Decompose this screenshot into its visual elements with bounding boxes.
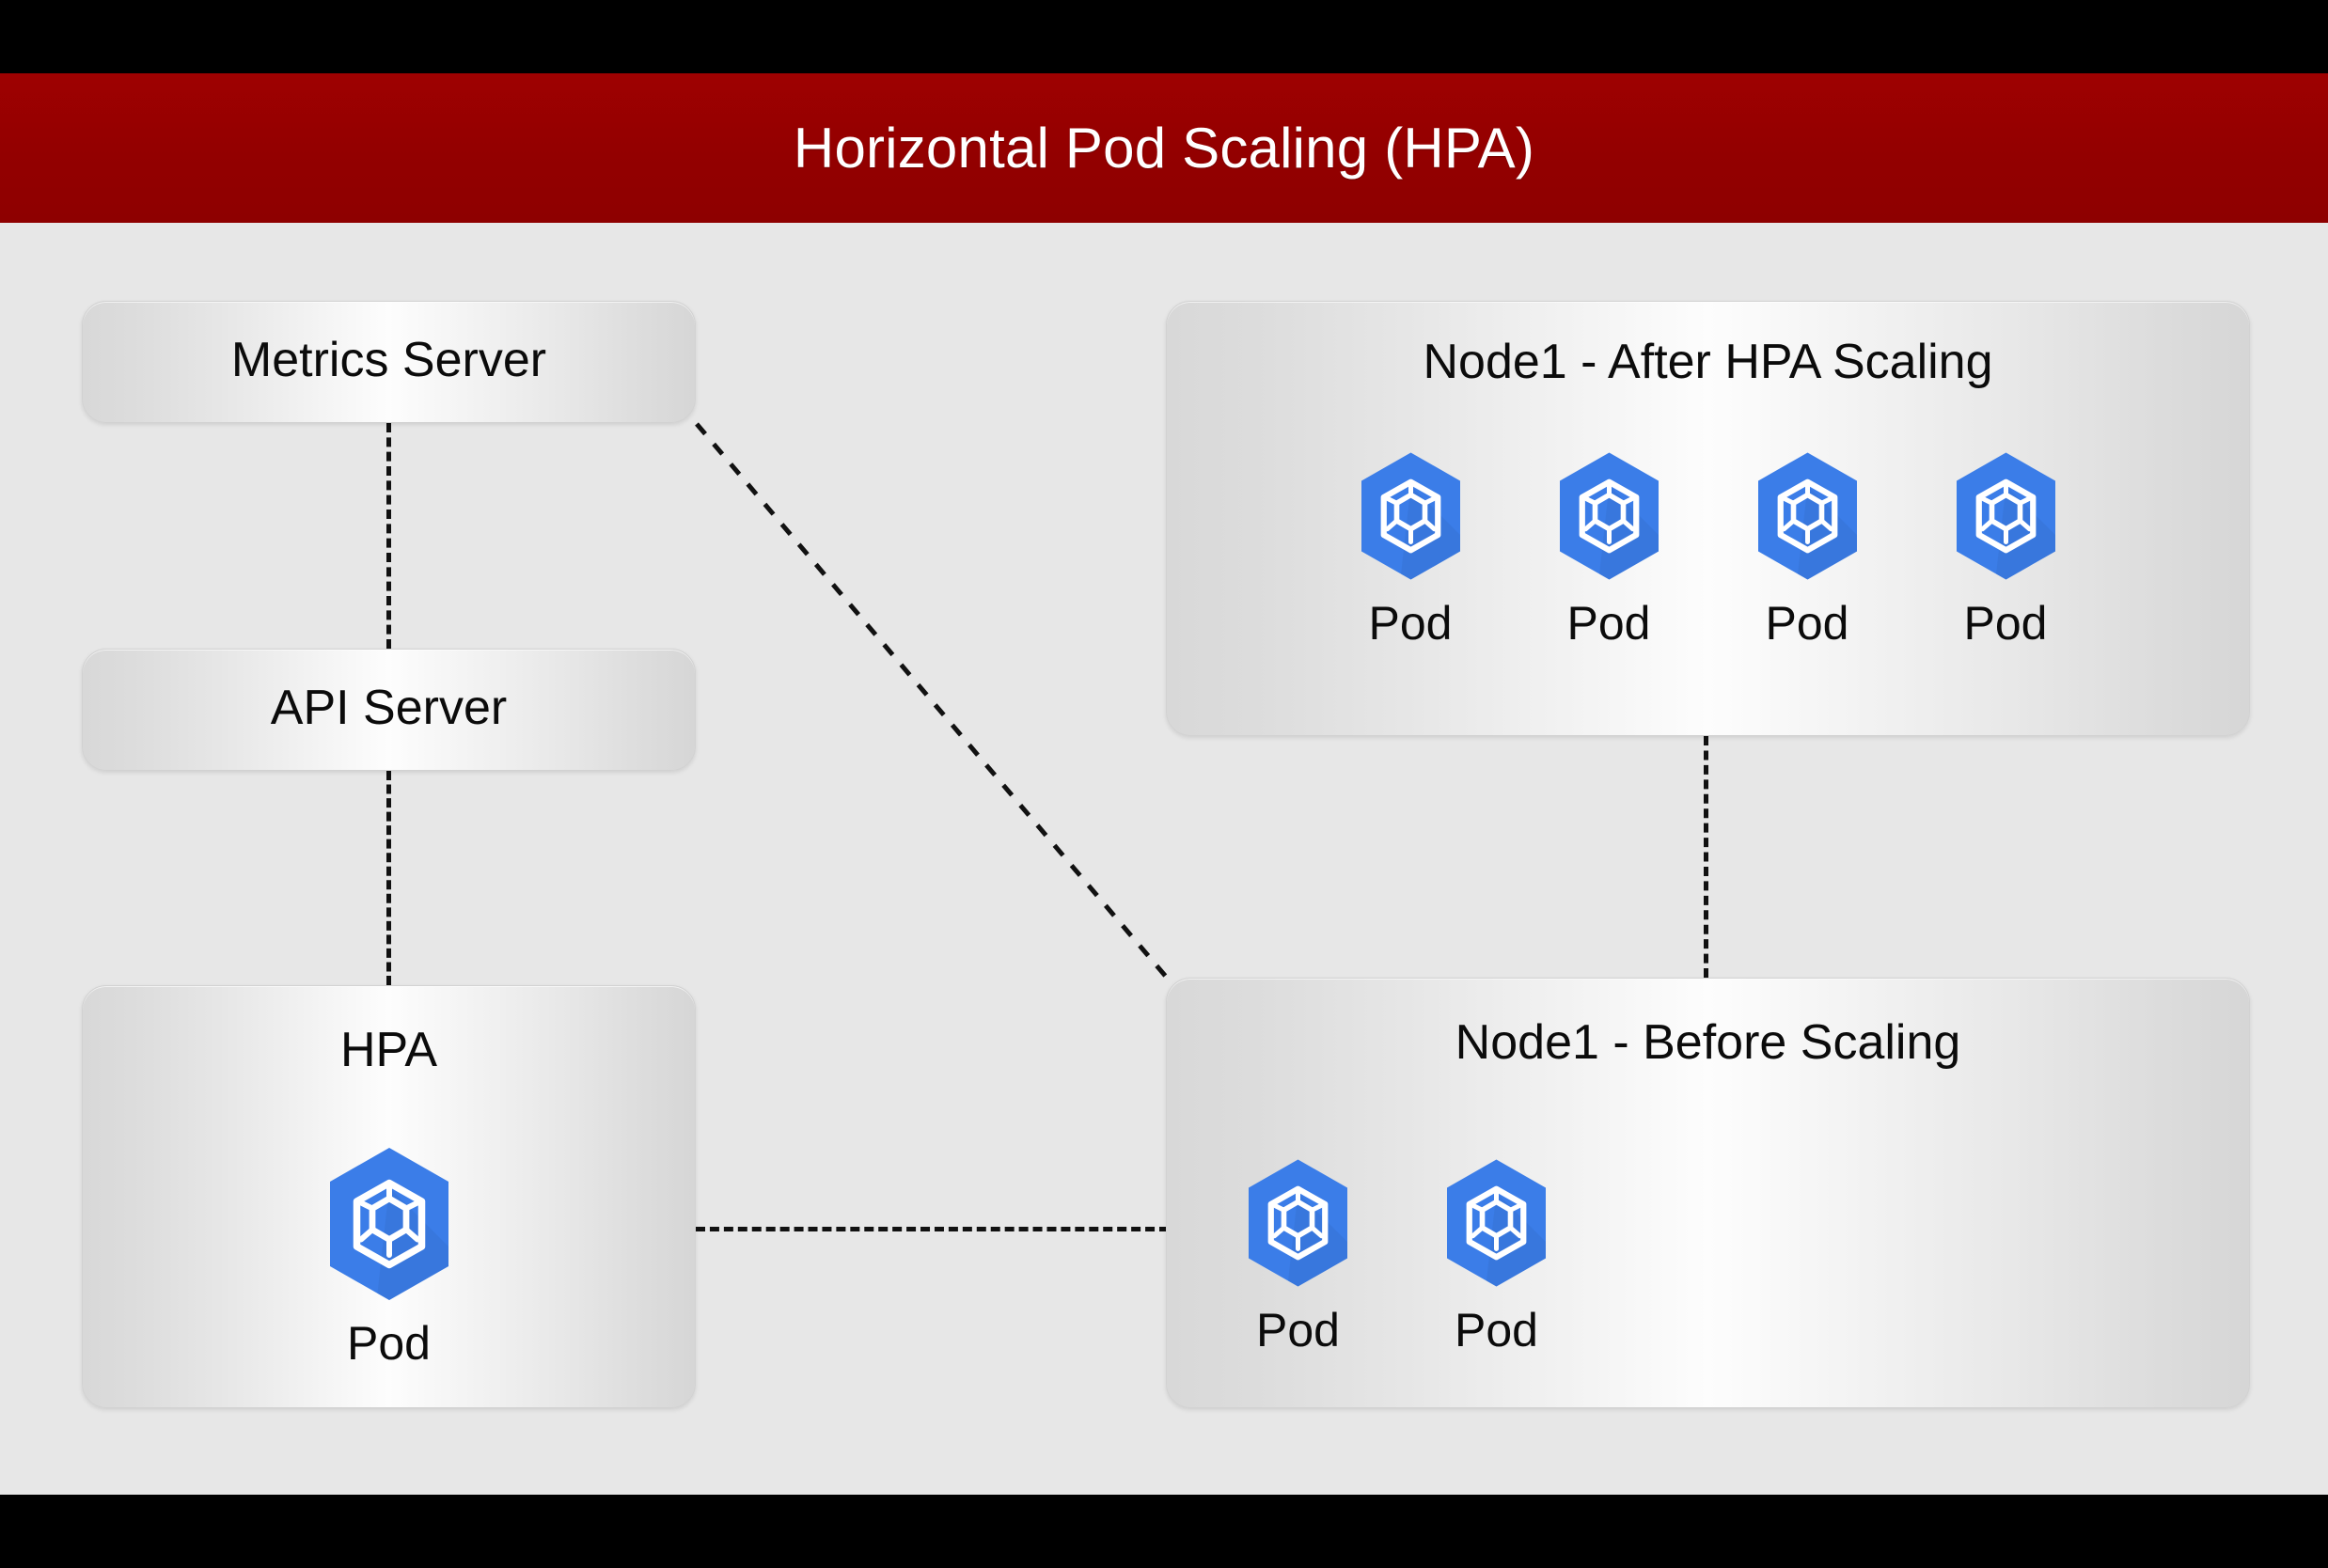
- api-server-label: API Server: [270, 681, 508, 735]
- kubernetes-pod-icon: [1559, 452, 1659, 580]
- node-before-scaling-label: Node1 - Before Scaling: [1455, 1015, 1961, 1070]
- kubernetes-pod-icon: [1249, 1159, 1347, 1287]
- slide-title-bar: Horizontal Pod Scaling (HPA): [0, 73, 2328, 223]
- api-server-box[interactable]: API Server: [82, 649, 696, 771]
- pod-caption: Pod: [1455, 1304, 1538, 1356]
- diagram-canvas: Metrics Server API Server HPA: [0, 223, 2328, 1495]
- kubernetes-pod-icon: [1447, 1159, 1546, 1287]
- connector-api-server-to-hpa: [386, 771, 391, 985]
- pod-item[interactable]: Pod: [319, 1145, 460, 1367]
- node-before-pod-row: Pod Pod: [1239, 1156, 1555, 1354]
- pod-item[interactable]: Pod: [1947, 449, 2065, 647]
- connector-hpa-to-node-before: [696, 1227, 1169, 1231]
- node-after-scaling-box[interactable]: Node1 - After HPA Scaling: [1166, 301, 2250, 736]
- hpa-label: HPA: [339, 1023, 438, 1077]
- page-title: Horizontal Pod Scaling (HPA): [793, 116, 1535, 180]
- kubernetes-pod-icon: [1361, 452, 1460, 580]
- pod-item[interactable]: Pod: [1352, 449, 1470, 647]
- pod-caption: Pod: [1963, 597, 2048, 650]
- hpa-pod-row: Pod: [82, 1145, 696, 1367]
- node-after-scaling-label: Node1 - After HPA Scaling: [1423, 335, 1993, 389]
- kubernetes-pod-icon: [1757, 452, 1857, 580]
- pod-item[interactable]: Pod: [1239, 1156, 1357, 1354]
- pod-caption: Pod: [1566, 597, 1651, 650]
- pod-caption: Pod: [1368, 597, 1453, 650]
- connector-node-before-to-node-after: [1704, 736, 1708, 978]
- pod-caption: Pod: [1256, 1304, 1340, 1356]
- kubernetes-pod-icon: [329, 1148, 448, 1300]
- connector-metrics-server-to-api-server: [386, 423, 391, 649]
- pod-caption: Pod: [1765, 597, 1849, 650]
- node-after-pod-row: Pod Pod: [1166, 449, 2250, 647]
- pod-item[interactable]: Pod: [1550, 449, 1668, 647]
- kubernetes-pod-icon: [1956, 452, 2055, 580]
- metrics-server-box[interactable]: Metrics Server: [82, 301, 696, 423]
- pod-caption: Pod: [347, 1317, 431, 1370]
- metrics-server-label: Metrics Server: [230, 333, 547, 387]
- pod-item[interactable]: Pod: [1438, 1156, 1555, 1354]
- pod-item[interactable]: Pod: [1749, 449, 1866, 647]
